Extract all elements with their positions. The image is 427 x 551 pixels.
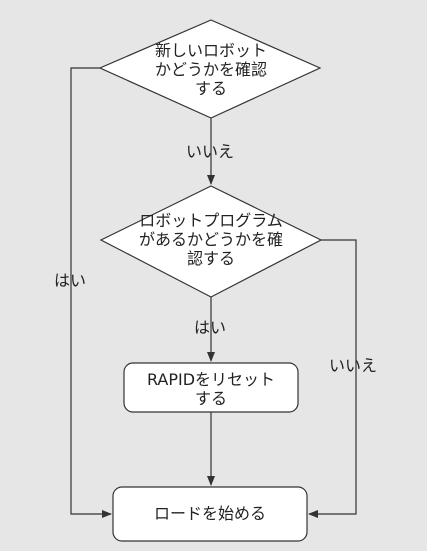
arrow-program-no: [308, 239, 357, 518]
edge-label-new-robot-yes: はい: [54, 271, 87, 290]
edge-label-program-no: いいえ: [329, 356, 378, 375]
edge-label-program-yes: はい: [194, 318, 227, 337]
arrow-new-robot-yes: [70, 67, 112, 518]
process-start-load-shape: [112, 486, 308, 542]
decision-robot-program-label: ロボットプログラム があるかどうかを確 認する: [138, 211, 283, 268]
process-start-load-label: ロードを始める: [153, 504, 266, 523]
decision-new-robot-label: 新しいロボット かどうかを確認 する: [154, 41, 267, 98]
process-reset-rapid-label: RAPIDをリセット する: [146, 370, 276, 408]
edge-label-new-robot-no: いいえ: [186, 142, 235, 161]
